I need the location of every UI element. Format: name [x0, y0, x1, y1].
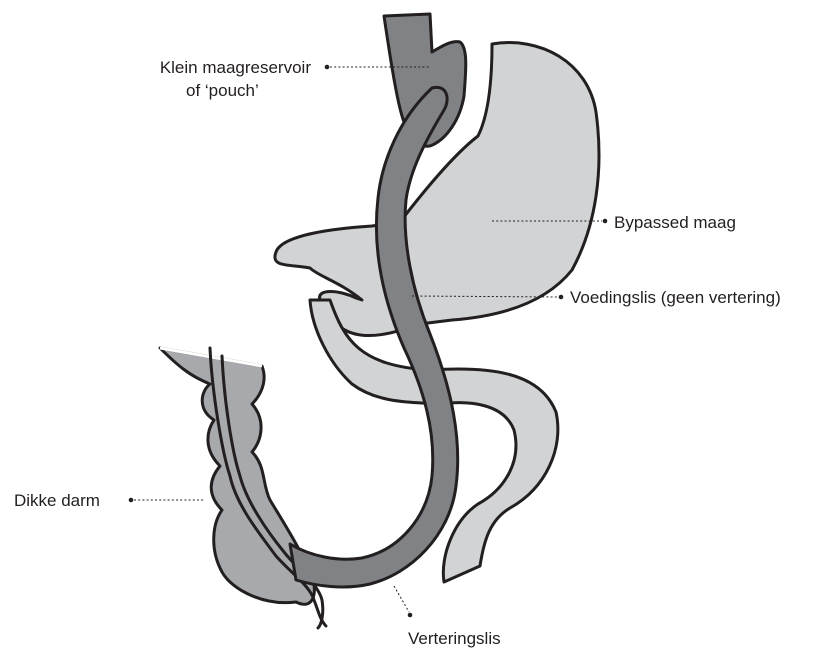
pouch-label-line1: Klein maagreservoir [160, 58, 312, 77]
large-intestine-leader-dot [129, 498, 134, 503]
digestive-loop-leader-line [394, 586, 409, 612]
pouch-label-line2: of ‘pouch’ [186, 81, 259, 100]
bypassed-stomach-leader-dot [603, 219, 608, 224]
pouch-leader-dot [325, 65, 330, 70]
digestive-loop-label: Verteringslis [408, 629, 501, 648]
bypassed-stomach-label: Bypassed maag [614, 213, 736, 232]
feeding-loop-leader-dot [559, 295, 564, 300]
digestive-loop-leader-dot [408, 613, 413, 618]
roux-limb [290, 87, 458, 587]
large-intestine [160, 348, 326, 628]
large-intestine-label: Dikke darm [14, 491, 100, 510]
feeding-loop-label: Voedingslis (geen vertering) [570, 288, 781, 307]
